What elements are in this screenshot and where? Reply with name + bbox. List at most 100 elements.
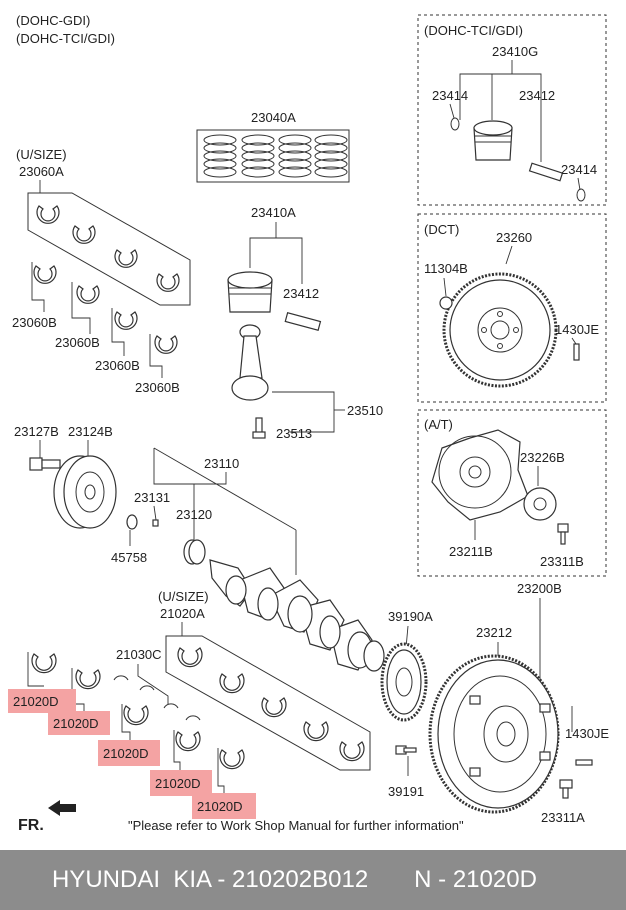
- target-wheel: [380, 642, 428, 722]
- tci-panel-title: (DOHC-TCI/GDI): [424, 23, 523, 38]
- piston-ring-set-box: [196, 129, 350, 183]
- tci-panel: [417, 14, 607, 206]
- label-23410G: 23410G: [492, 44, 538, 59]
- bearing-set-23060A-box: [27, 192, 191, 306]
- label-39190A: 39190A: [388, 609, 433, 624]
- label-23412-tci: 23412: [519, 88, 555, 103]
- highlight-label-21020D-2: 21020D: [53, 716, 99, 731]
- label-23260: 23260: [496, 230, 532, 245]
- snap-ring-right: [576, 188, 586, 202]
- dct-flywheel: [442, 272, 558, 388]
- label-23513: 23513: [276, 426, 312, 441]
- label-23226B: 23226B: [520, 450, 565, 465]
- label-21020A: 21020A: [160, 606, 205, 621]
- footer-brand: HYUNDAI KIA - 210202B012: [52, 866, 369, 893]
- label-23127B: 23127B: [14, 424, 59, 439]
- bearing-shells-23060A: [36, 205, 180, 292]
- label-23060B-3: 23060B: [95, 358, 140, 373]
- piston: [227, 271, 273, 313]
- piston-tci: [473, 120, 513, 161]
- woodruff-key: [126, 514, 138, 530]
- highlight-21020D-2: 21020D: [48, 711, 110, 735]
- dct-panel-title: (DCT): [424, 222, 459, 237]
- adapter-plate: [523, 487, 557, 521]
- label-23410A: 23410A: [251, 205, 296, 220]
- highlight-21020D-1: 21020D: [8, 689, 76, 713]
- flywheel-bolt: [559, 779, 573, 799]
- pin-1430JE-a: [573, 343, 580, 361]
- crankshaft: [209, 559, 385, 672]
- label-23311B: 23311B: [540, 554, 584, 569]
- label-23060B-1: 23060B: [12, 315, 57, 330]
- dual-mass-flywheel: [428, 654, 560, 814]
- at-panel-title: (A/T): [424, 417, 453, 432]
- bearing-23060B-3: [114, 311, 138, 330]
- connecting-rod: [231, 324, 269, 401]
- label-45758: 45758: [111, 550, 147, 565]
- part-footer: HYUNDAI KIA - 210202B012 N - 21020D: [0, 850, 626, 910]
- highlight-label-21020D-1: 21020D: [13, 694, 59, 709]
- front-arrow-icon: [48, 800, 76, 816]
- label-23124B: 23124B: [68, 424, 113, 439]
- label-23414-a: 23414: [432, 88, 468, 103]
- main-bearing-shells-21020A: [177, 647, 365, 762]
- bearing-set-21020A-box: [165, 635, 371, 771]
- label-23311A: 23311A: [541, 810, 585, 825]
- piston-pin-tci: [528, 162, 564, 182]
- crankshaft-pulley: [53, 455, 117, 529]
- rod-bolt: [252, 417, 266, 439]
- workshop-note: "Please refer to Work Shop Manual for fu…: [128, 818, 464, 833]
- bearing-23060B-2: [76, 285, 100, 304]
- engine-variant-tci: (DOHC-TCI/GDI): [16, 31, 115, 46]
- main-bearing-21020D-2: [75, 669, 101, 690]
- label-21030C: 21030C: [116, 647, 162, 662]
- label-23060A: 23060A: [19, 164, 64, 179]
- highlight-21020D-4: 21020D: [150, 770, 212, 796]
- usize-label-top: (U/SIZE): [16, 147, 67, 162]
- footer-part-number: N - 21020D: [414, 866, 537, 893]
- label-23060B-2: 23060B: [55, 335, 100, 350]
- label-23040A: 23040A: [251, 110, 296, 125]
- front-direction-label: FR.: [18, 817, 44, 834]
- label-23200B: 23200B: [517, 581, 562, 596]
- engine-variant-gdi: (DOHC-GDI): [16, 13, 90, 28]
- usize-label-bottom: (U/SIZE): [158, 589, 209, 604]
- dct-panel: [417, 213, 607, 403]
- piston-ring-set: [203, 134, 348, 178]
- label-23131: 23131: [134, 490, 170, 505]
- crank-key: [152, 519, 159, 527]
- label-23212: 23212: [476, 625, 512, 640]
- timing-sprocket: [183, 539, 206, 565]
- highlight-label-21020D-5: 21020D: [197, 799, 243, 814]
- main-bearing-21020D-4: [175, 731, 201, 752]
- main-bearing-21020D-5: [219, 749, 245, 770]
- main-bearing-21020D-3: [123, 705, 149, 726]
- highlight-21020D-3: 21020D: [98, 740, 160, 766]
- label-23510: 23510: [347, 403, 383, 418]
- label-23110: 23110: [204, 456, 239, 471]
- dowel-ring: [439, 296, 453, 310]
- flexplate-bolt: [557, 523, 569, 545]
- pin-1430JE-b: [575, 759, 593, 766]
- label-23211B: 23211B: [449, 544, 493, 559]
- label-11304B: 11304B: [424, 261, 468, 276]
- label-1430JE-b: 1430JE: [565, 726, 609, 741]
- parts-diagram: (DOHC-GDI) (DOHC-TCI/GDI) (DOHC-TCI/GDI)…: [8, 13, 609, 834]
- highlight-label-21020D-4: 21020D: [155, 776, 201, 791]
- highlight-label-21020D-3: 21020D: [103, 746, 149, 761]
- label-23414-b: 23414: [561, 162, 597, 177]
- highlight-21020D-5: 21020D: [192, 793, 256, 819]
- bearing-23060B-4: [154, 335, 178, 354]
- label-23412: 23412: [283, 286, 319, 301]
- snap-ring-left: [450, 117, 460, 131]
- piston-pin: [284, 312, 322, 331]
- thrust-washers: [113, 675, 201, 721]
- label-23060B-4: 23060B: [135, 380, 180, 395]
- drive-plate: [431, 429, 529, 521]
- pulley-bolt: [29, 457, 61, 471]
- main-bearing-21020D-1: [31, 653, 57, 674]
- at-panel: [417, 409, 607, 577]
- label-39191: 39191: [388, 784, 424, 799]
- label-1430JE-a: 1430JE: [555, 322, 599, 337]
- bearing-23060B-1: [33, 265, 57, 284]
